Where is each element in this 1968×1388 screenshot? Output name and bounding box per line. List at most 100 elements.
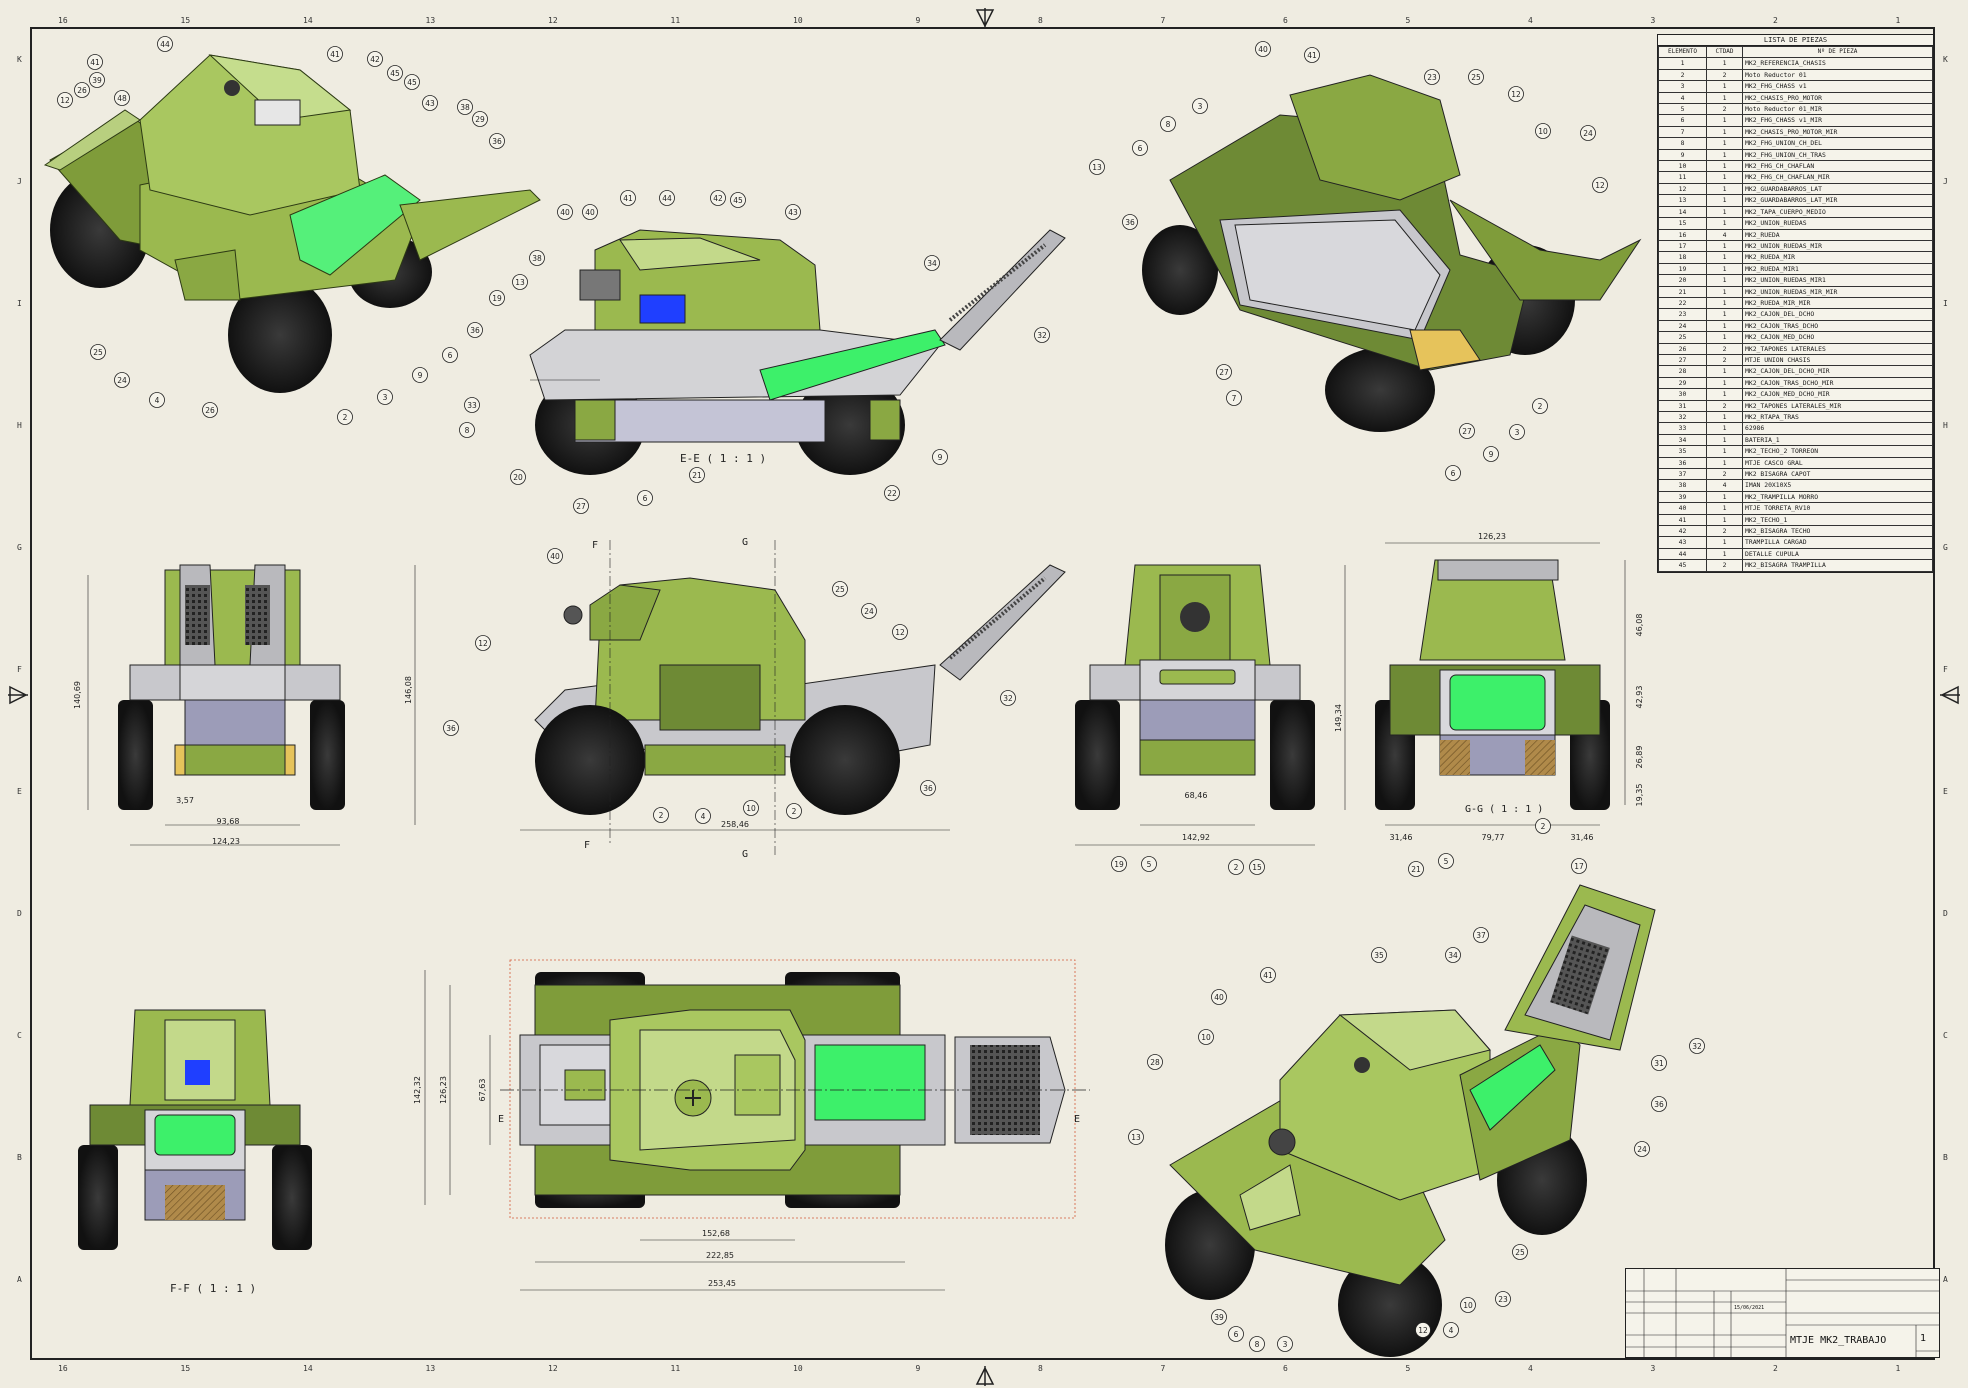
balloon-number: 41 — [1263, 971, 1273, 980]
cell-qty: 1 — [1706, 194, 1743, 207]
cell-part-number: MK2_FHG_CHASS v1_MIR — [1742, 114, 1933, 127]
balloon-number: 27 — [576, 502, 586, 511]
balloon-number: 24 — [1637, 1145, 1647, 1154]
cell-part-number: MK2_TAPONES LATERALES — [1742, 342, 1933, 355]
cell-element: 35 — [1658, 445, 1707, 458]
cell-part-number: MK2_FHG_UNION_CH_DEL — [1742, 137, 1933, 150]
balloon: 45 — [730, 192, 746, 208]
balloon-number: 36 — [1654, 1100, 1664, 1109]
zone-row-left: I — [17, 299, 22, 308]
balloon: 26 — [202, 402, 218, 418]
parts-list-title: LISTA DE PIEZAS — [1658, 35, 1933, 46]
cell-part-number: Moto Reductor 01 — [1742, 68, 1933, 82]
cell-qty: 1 — [1706, 57, 1743, 70]
balloon-number: 29 — [475, 115, 485, 124]
balloon-number: 15 — [1252, 863, 1262, 872]
cell-element: 24 — [1658, 319, 1707, 333]
label-section-ee: E-E ( 1 : 1 ) — [680, 452, 766, 465]
cell-qty: 1 — [1706, 547, 1743, 561]
cell-element: 11 — [1658, 171, 1707, 184]
balloon: 3 — [1192, 98, 1208, 114]
balloon-number: 36 — [446, 724, 456, 733]
cell-element: 26 — [1658, 342, 1707, 355]
title-block-sheet: 1 — [1920, 1333, 1927, 1344]
balloon: 27 — [573, 498, 589, 514]
balloon-number: 4 — [155, 396, 160, 405]
balloon: 19 — [489, 290, 505, 306]
balloon: 20 — [510, 469, 526, 485]
cell-qty: 1 — [1706, 80, 1743, 93]
title-block: 15/06/2021 MTJE MK2_TRABAJO 1 — [1625, 1268, 1940, 1358]
zone-row-right: G — [1943, 543, 1948, 552]
balloon-number: 2 — [1234, 863, 1239, 872]
cell-part-number: MK2_TAPONES LATERALES_MIR — [1742, 399, 1933, 413]
balloon: 43 — [785, 204, 801, 220]
cell-part-number: MK2_TAPA_CUERPO_MEDIO — [1742, 205, 1933, 219]
cell-qty: 1 — [1706, 502, 1743, 515]
balloon-number: 12 — [895, 628, 905, 637]
balloon: 38 — [529, 250, 545, 266]
cell-element: 30 — [1658, 388, 1707, 401]
title-block-date: 15/06/2021 — [1734, 1305, 1765, 1311]
balloon-number: 45 — [733, 196, 743, 205]
balloon-number: 37 — [1476, 931, 1486, 940]
section-gg-view — [1375, 559, 1610, 810]
cell-qty: 4 — [1706, 228, 1743, 241]
zone-row-right: H — [1943, 421, 1948, 430]
balloon: 40 — [582, 204, 598, 220]
cell-qty: 1 — [1706, 331, 1743, 344]
zone-row-left: D — [17, 909, 22, 918]
balloon: 2 — [653, 807, 669, 823]
balloon: 4 — [695, 808, 711, 824]
balloon: 32 — [1689, 1038, 1705, 1054]
balloon: 24 — [114, 372, 130, 388]
cell-qty: 2 — [1706, 68, 1743, 82]
balloon-number: 4 — [701, 812, 706, 821]
zone-row-left: E — [17, 787, 22, 796]
dimension-value: 222,85 — [706, 1251, 734, 1260]
balloon: 41 — [87, 54, 103, 70]
cell-element: 12 — [1658, 182, 1707, 196]
balloon-number: 48 — [117, 94, 127, 103]
dimension-value: 142,32 — [413, 1076, 422, 1104]
balloon: 5 — [1438, 853, 1454, 869]
balloon-number: 26 — [205, 406, 215, 415]
balloon: 42 — [367, 51, 383, 67]
dimension-value: 26,89 — [1635, 746, 1644, 769]
balloon-number: 4 — [1449, 1326, 1454, 1335]
balloon-number: 35 — [1374, 951, 1384, 960]
balloon: 35 — [1371, 947, 1387, 963]
balloon-number: 3 — [1198, 102, 1203, 111]
zone-column-bottom: 15 — [180, 1364, 191, 1373]
balloon: 36 — [443, 720, 459, 736]
cell-qty: 1 — [1706, 433, 1743, 447]
balloon: 28 — [1147, 1054, 1163, 1070]
zone-column-bottom: 14 — [303, 1364, 313, 1373]
balloon: 36 — [467, 322, 483, 338]
balloon-number: 32 — [1692, 1042, 1702, 1051]
balloon: 25 — [1512, 1244, 1528, 1260]
cell-part-number: MK2_TECHO_2 TORREON — [1742, 445, 1933, 458]
cell-qty: 2 — [1706, 399, 1743, 413]
cut-mark-g-top: G — [742, 537, 748, 548]
balloon: 42 — [710, 190, 726, 206]
balloon-number: 6 — [643, 494, 648, 503]
zone-row-right: J — [1943, 177, 1948, 186]
cell-element: 9 — [1658, 148, 1707, 162]
cell-element: 3 — [1658, 80, 1707, 93]
balloon: 13 — [512, 274, 528, 290]
cell-part-number: MK2_FHG_UNION_CH_TRAS — [1742, 148, 1933, 162]
balloon-number: 2 — [659, 811, 664, 820]
balloon: 12 — [1592, 177, 1608, 193]
